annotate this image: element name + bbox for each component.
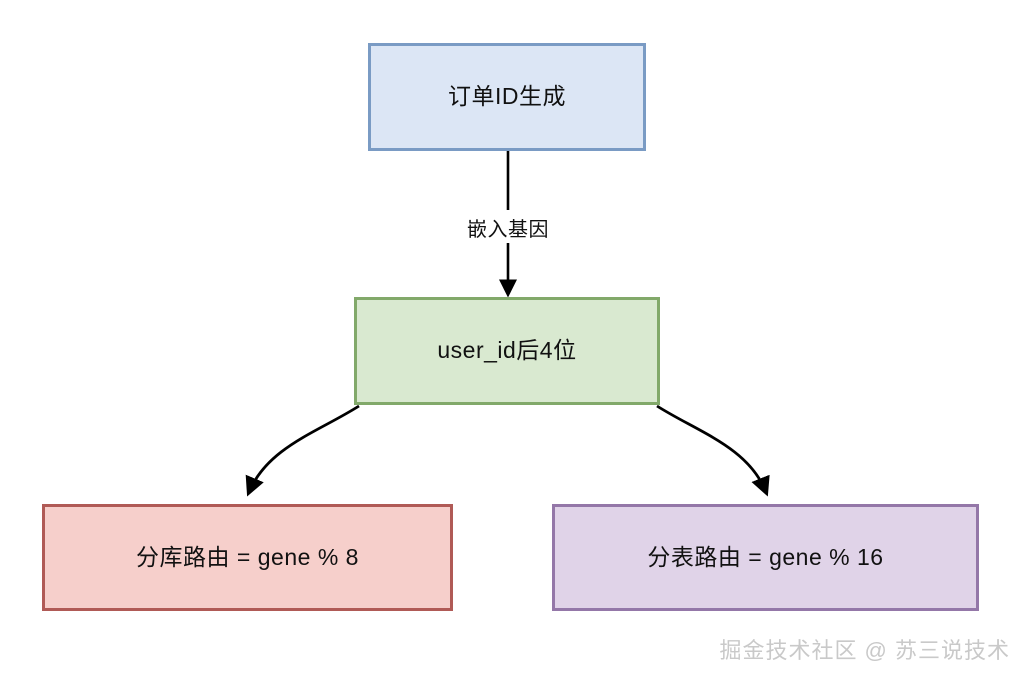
edge-gene-to-db-path <box>245 404 360 497</box>
edge-gene-to-table <box>656 404 770 497</box>
node-user-id-gene[interactable]: user_id后4位 <box>354 297 660 405</box>
node-db-route-label: 分库路由 = gene % 8 <box>136 543 359 570</box>
node-table-route[interactable]: 分表路由 = gene % 16 <box>552 504 979 611</box>
node-order-id-generation-label: 订单ID生成 <box>448 83 566 110</box>
node-user-id-gene-label: user_id后4位 <box>437 337 577 364</box>
node-order-id-generation[interactable]: 订单ID生成 <box>368 43 646 151</box>
watermark: 掘金技术社区 @ 苏三说技术 <box>719 638 1010 663</box>
edge-label-embed-gene: 嵌入基因 <box>455 212 561 242</box>
node-db-route[interactable]: 分库路由 = gene % 8 <box>42 504 453 611</box>
edge-gene-to-table-path <box>656 404 770 497</box>
node-table-route-label: 分表路由 = gene % 16 <box>647 543 884 570</box>
edge-gene-to-db <box>245 404 360 497</box>
